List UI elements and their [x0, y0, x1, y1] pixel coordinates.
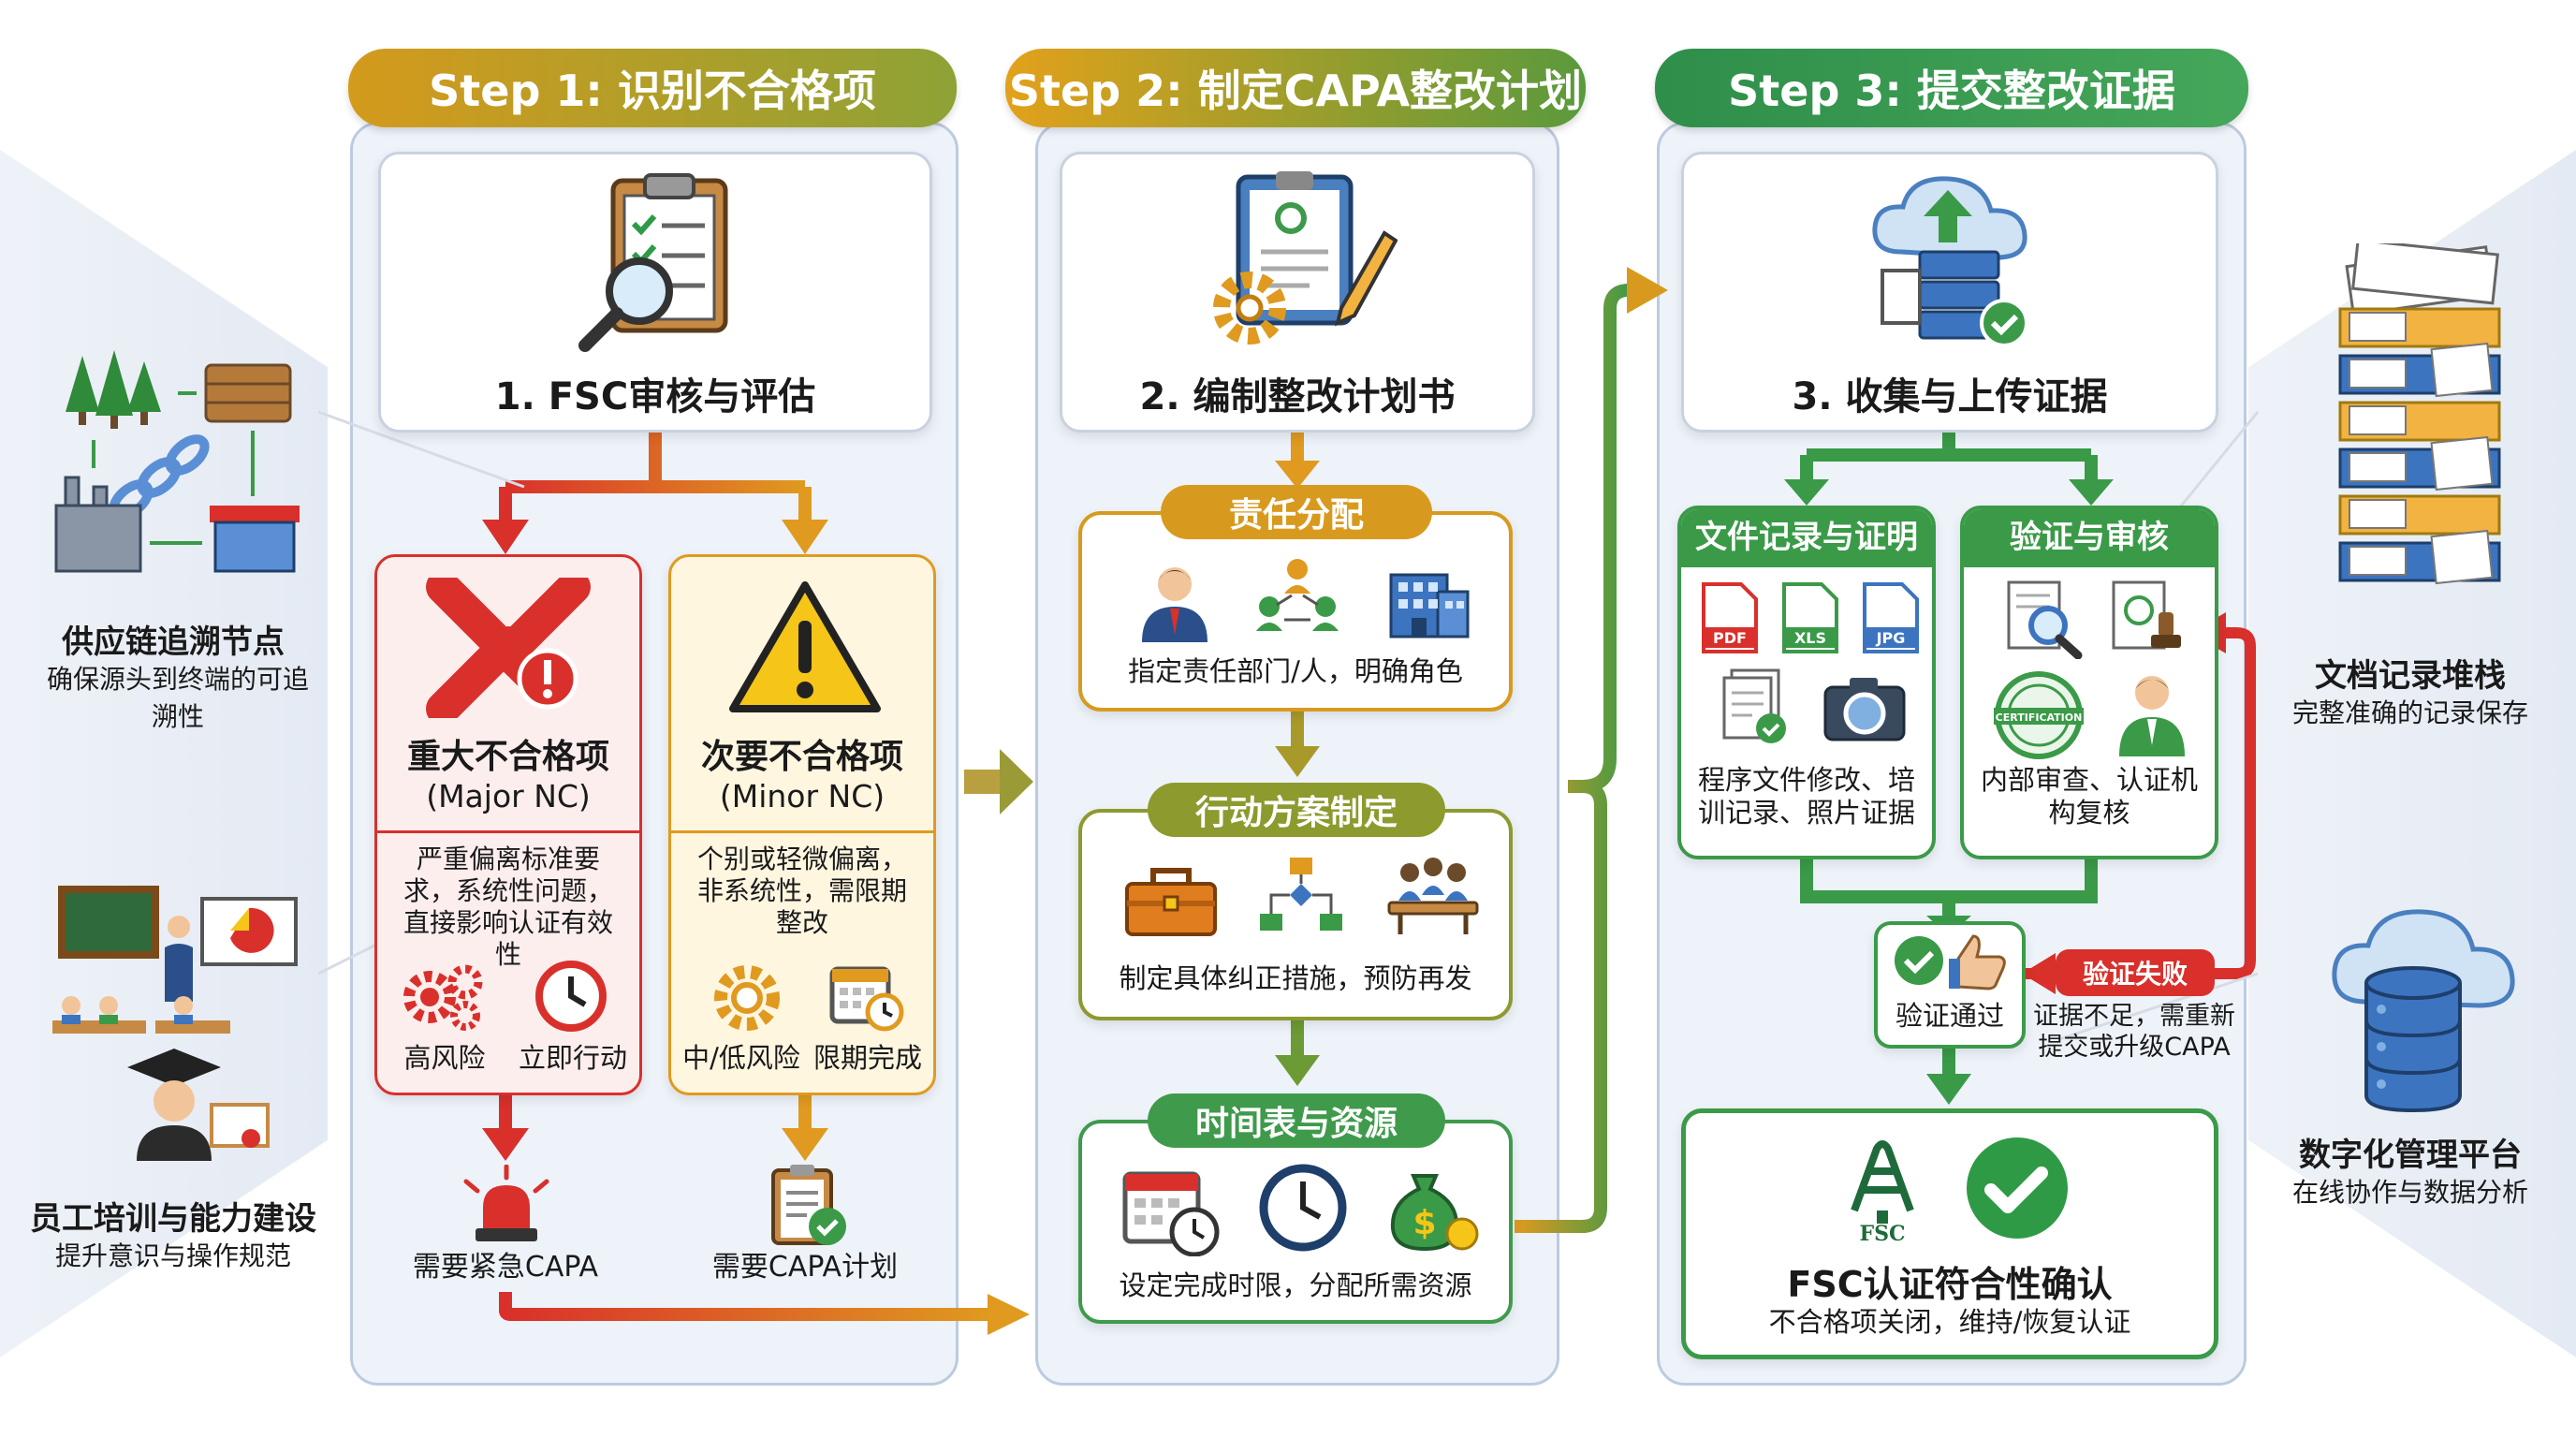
fsc-logo-text: FSC — [1859, 1222, 1905, 1242]
minor-nc-subtitle: (Minor NC) — [719, 778, 886, 814]
training-classroom-icon — [52, 886, 298, 1161]
clipboard-magnifier-icon — [578, 173, 728, 352]
document-search-icon — [2007, 580, 2083, 659]
major-risk-label: 高风险 — [403, 1042, 486, 1074]
jpg-label: JPG — [1876, 629, 1906, 647]
fsc-confirmation-title: FSC认证符合性确认 — [1787, 1264, 2113, 1305]
certification-label: CERTIFICATION — [1996, 712, 2083, 724]
major-nc-subtitle: (Major NC) — [426, 778, 591, 814]
gears-icon — [403, 964, 483, 1031]
warning-triangle-icon — [729, 581, 881, 712]
supply-chain-nodes-icon — [54, 350, 300, 573]
responsibility-desc: 指定责任部门/人，明确角色 — [1128, 655, 1463, 687]
urgent-capa-label: 需要紧急CAPA — [412, 1251, 599, 1284]
right-wing — [2248, 150, 2576, 1357]
capa-plan-card: 2. 编制整改计划书 — [1060, 152, 1535, 433]
step2-header: Step 2: 制定CAPA整改计划 — [1005, 49, 1586, 127]
verification-desc: 内部审查、认证机构复核 — [1980, 764, 2198, 829]
office-building-icon — [1389, 573, 1470, 638]
capa-plan-label: 需要CAPA计划 — [711, 1251, 899, 1284]
fsc-audit-title: 1. FSC审核与评估 — [494, 375, 816, 418]
xls-file-icon: XLS — [1782, 582, 1838, 653]
big-check-icon — [1967, 1137, 2068, 1239]
document-records-desc: 程序文件修改、培训记录、照片证据 — [1697, 764, 1915, 829]
certification-seal-icon: CERTIFICATION — [1994, 671, 2084, 759]
gear-icon — [714, 965, 780, 1031]
action-plan-section: 制定具体纠正措施，预防再发 — [1078, 809, 1513, 1020]
xls-label: XLS — [1794, 629, 1826, 647]
minor-risk-label: 中/低风险 — [682, 1042, 800, 1074]
major-nc-card: 重大不合格项 (Major NC) 严重偏离标准要求，系统性问题，直接影响认证有… — [374, 554, 642, 1095]
evidence-title: 3. 收集与上传证据 — [1792, 375, 2108, 418]
clipboard-check-icon — [771, 1165, 846, 1245]
verification-failed-tag: 验证失败 — [2056, 949, 2215, 996]
minor-nc-desc: 个别或轻微偏离，非系统性，需限期整改 — [696, 844, 907, 939]
fsc-confirmation-desc: 不合格项关闭，维持/恢复认证 — [1768, 1306, 2131, 1338]
camera-icon — [1823, 678, 1906, 741]
digital-platform-desc: 在线协作与数据分析 — [2291, 1177, 2528, 1208]
training-desc: 提升意识与操作规范 — [54, 1240, 291, 1271]
major-nc-desc: 严重偏离标准要求，系统性问题，直接影响认证有效性 — [402, 844, 613, 971]
fsc-audit-card: 1. FSC审核与评估 — [378, 152, 932, 433]
meeting-table-icon — [1387, 858, 1479, 934]
cloud-upload-server-icon — [1872, 176, 2028, 347]
training-title: 员工培训与能力建设 — [30, 1200, 316, 1238]
minor-deadline-label: 限期完成 — [812, 1042, 922, 1074]
minor-nc-card: 次要不合格项 (Minor NC) 个别或轻微偏离，非系统性，需限期整改 中/低… — [668, 554, 936, 1095]
timeline-section: $ 设定完成时限，分配所需资源 — [1078, 1120, 1513, 1324]
document-stack-desc: 完整准确的记录保存 — [2291, 697, 2528, 728]
responsibility-section: 指定责任部门/人，明确角色 — [1078, 511, 1513, 712]
verification-title: 验证与审核 — [2010, 519, 2169, 556]
major-nc-title: 重大不合格项 — [406, 738, 609, 776]
money-bag-icon: $ — [1390, 1174, 1479, 1252]
flowchart-icon — [1260, 858, 1342, 931]
timeline-desc: 设定完成时限，分配所需资源 — [1119, 1269, 1472, 1301]
verification-passed-box: 验证通过 — [1874, 921, 2026, 1049]
digital-platform-title: 数字化管理平台 — [2299, 1137, 2522, 1174]
svg-text:$: $ — [1412, 1204, 1436, 1242]
document-records-card: 文件记录与证明 PDF XLS JPG 程序文件修改、培训记录、照片证据 — [1677, 506, 1936, 859]
evidence-card: 3. 收集与上传证据 — [1681, 152, 2218, 433]
team-roles-icon — [1256, 559, 1339, 631]
verification-passed-label: 验证通过 — [1895, 1000, 2004, 1032]
pdf-label: PDF — [1713, 629, 1747, 647]
supply-chain-desc: 确保源头到终端的可追溯性 — [46, 664, 309, 732]
step1-header: Step 1: 识别不合格项 — [348, 49, 957, 127]
pdf-file-icon: PDF — [1702, 582, 1758, 653]
fsc-confirmation-card: FSC FSC认证符合性确认 不合格项关闭，维持/恢复认证 — [1681, 1108, 2218, 1359]
step3-header: Step 3: 提交整改证据 — [1655, 49, 2248, 127]
auditor-icon — [2119, 676, 2185, 756]
action-plan-desc: 制定具体纠正措施，预防再发 — [1119, 962, 1472, 994]
calendar-icon — [1122, 1171, 1220, 1256]
siren-icon — [463, 1165, 549, 1241]
plan-gear-pencil-icon — [1213, 171, 1398, 345]
timeline-tag: 时间表与资源 — [1148, 1093, 1445, 1148]
verification-failed-desc: 证据不足，需重新提交或升级CAPA — [2033, 1002, 2235, 1062]
document-stack-icon — [2338, 243, 2501, 585]
wall-clock-icon — [1259, 1164, 1347, 1252]
clock-icon — [535, 961, 607, 1032]
jpg-file-icon: JPG — [1863, 582, 1919, 653]
action-plan-tag: 行动方案制定 — [1148, 783, 1445, 837]
minor-nc-title: 次要不合格项 — [700, 738, 903, 776]
toolbox-icon — [1125, 868, 1217, 936]
cloud-database-icon — [2332, 909, 2515, 1113]
document-records-title: 文件记录与证明 — [1695, 519, 1918, 556]
check-thumbsup-icon — [1895, 934, 2006, 990]
stamp-document-icon — [2112, 580, 2181, 650]
major-action-label: 立即行动 — [518, 1042, 627, 1074]
document-stack-title: 文档记录堆栈 — [2315, 657, 2506, 695]
responsibility-tag: 责任分配 — [1161, 485, 1432, 539]
manager-icon — [1142, 567, 1208, 642]
document-stack-check-icon — [1722, 668, 1786, 743]
calendar-clock-icon — [829, 966, 904, 1032]
supply-chain-title: 供应链追溯节点 — [62, 624, 285, 661]
red-x-alert-icon — [426, 578, 591, 718]
verification-card: 验证与审核 CERTIFICATION 内部审查、认证机构复核 — [1960, 506, 2218, 859]
fsc-tree-logo: FSC — [1851, 1140, 1914, 1242]
capa-plan-title: 2. 编制整改计划书 — [1139, 375, 1456, 418]
